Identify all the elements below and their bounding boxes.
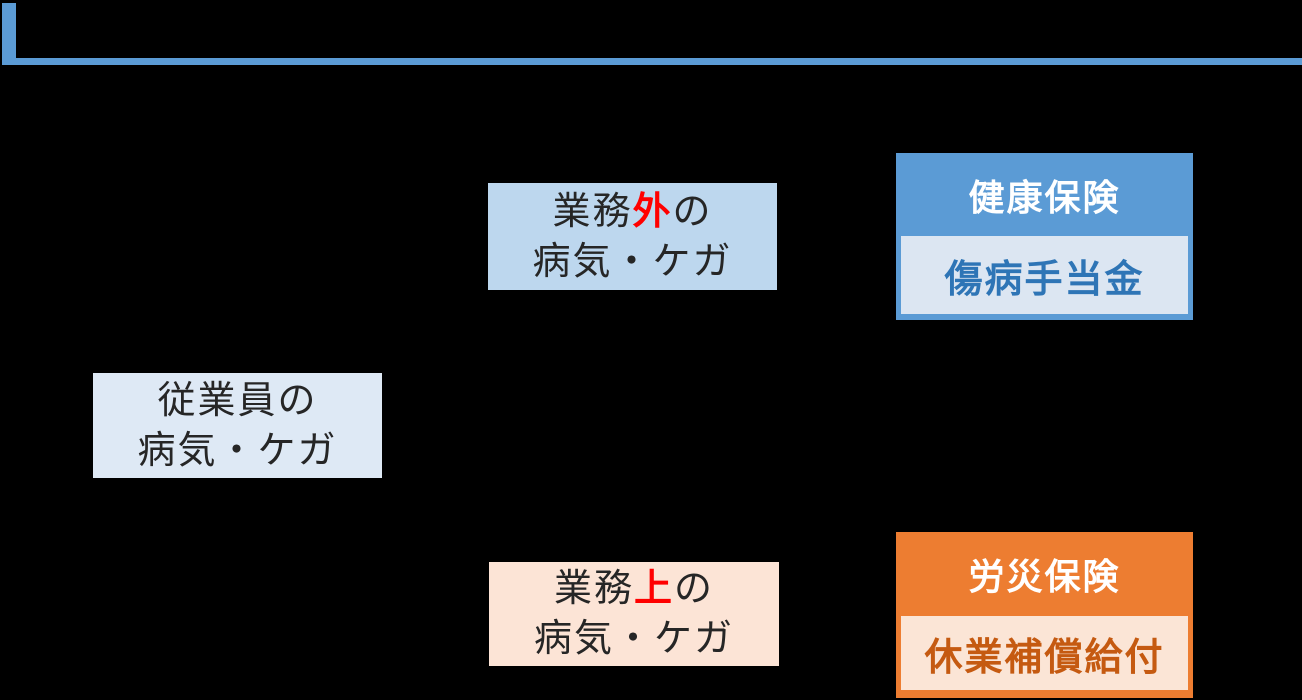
on-duty-highlight: 上 (633, 568, 674, 610)
on-duty-line2: 病気・ケガ (533, 618, 734, 660)
workers-comp-benefit: 休業補償給付 (901, 616, 1188, 690)
on-duty-line1-post: の (674, 568, 715, 610)
title-underline-rule (2, 58, 1302, 65)
workers-comp-insurance-box: 労災保険 休業補償給付 (896, 532, 1193, 698)
on-duty-line1: 業務上の (554, 564, 714, 614)
employee-illness-box: 従業員の 病気・ケガ (93, 373, 382, 478)
off-duty-illness-box: 業務外の 病気・ケガ (488, 183, 777, 290)
on-duty-illness-box: 業務上の 病気・ケガ (489, 562, 779, 666)
off-duty-highlight: 外 (632, 190, 673, 233)
workers-comp-header: 労災保険 (968, 556, 1121, 597)
off-duty-line1-post: の (672, 190, 713, 233)
employee-illness-line1: 従業員の (157, 379, 318, 422)
health-insurance-header: 健康保険 (968, 176, 1121, 218)
health-insurance-box: 健康保険 傷病手当金 (896, 153, 1193, 320)
on-duty-line1-pre: 業務 (553, 568, 634, 610)
title-accent-bar (2, 3, 16, 65)
employee-illness-line2: 病気・ケガ (137, 429, 338, 472)
off-duty-line2: 病気・ケガ (532, 240, 733, 283)
health-insurance-benefit: 傷病手当金 (901, 236, 1188, 314)
off-duty-line1-pre: 業務 (552, 190, 633, 233)
off-duty-line1: 業務外の (552, 187, 712, 237)
